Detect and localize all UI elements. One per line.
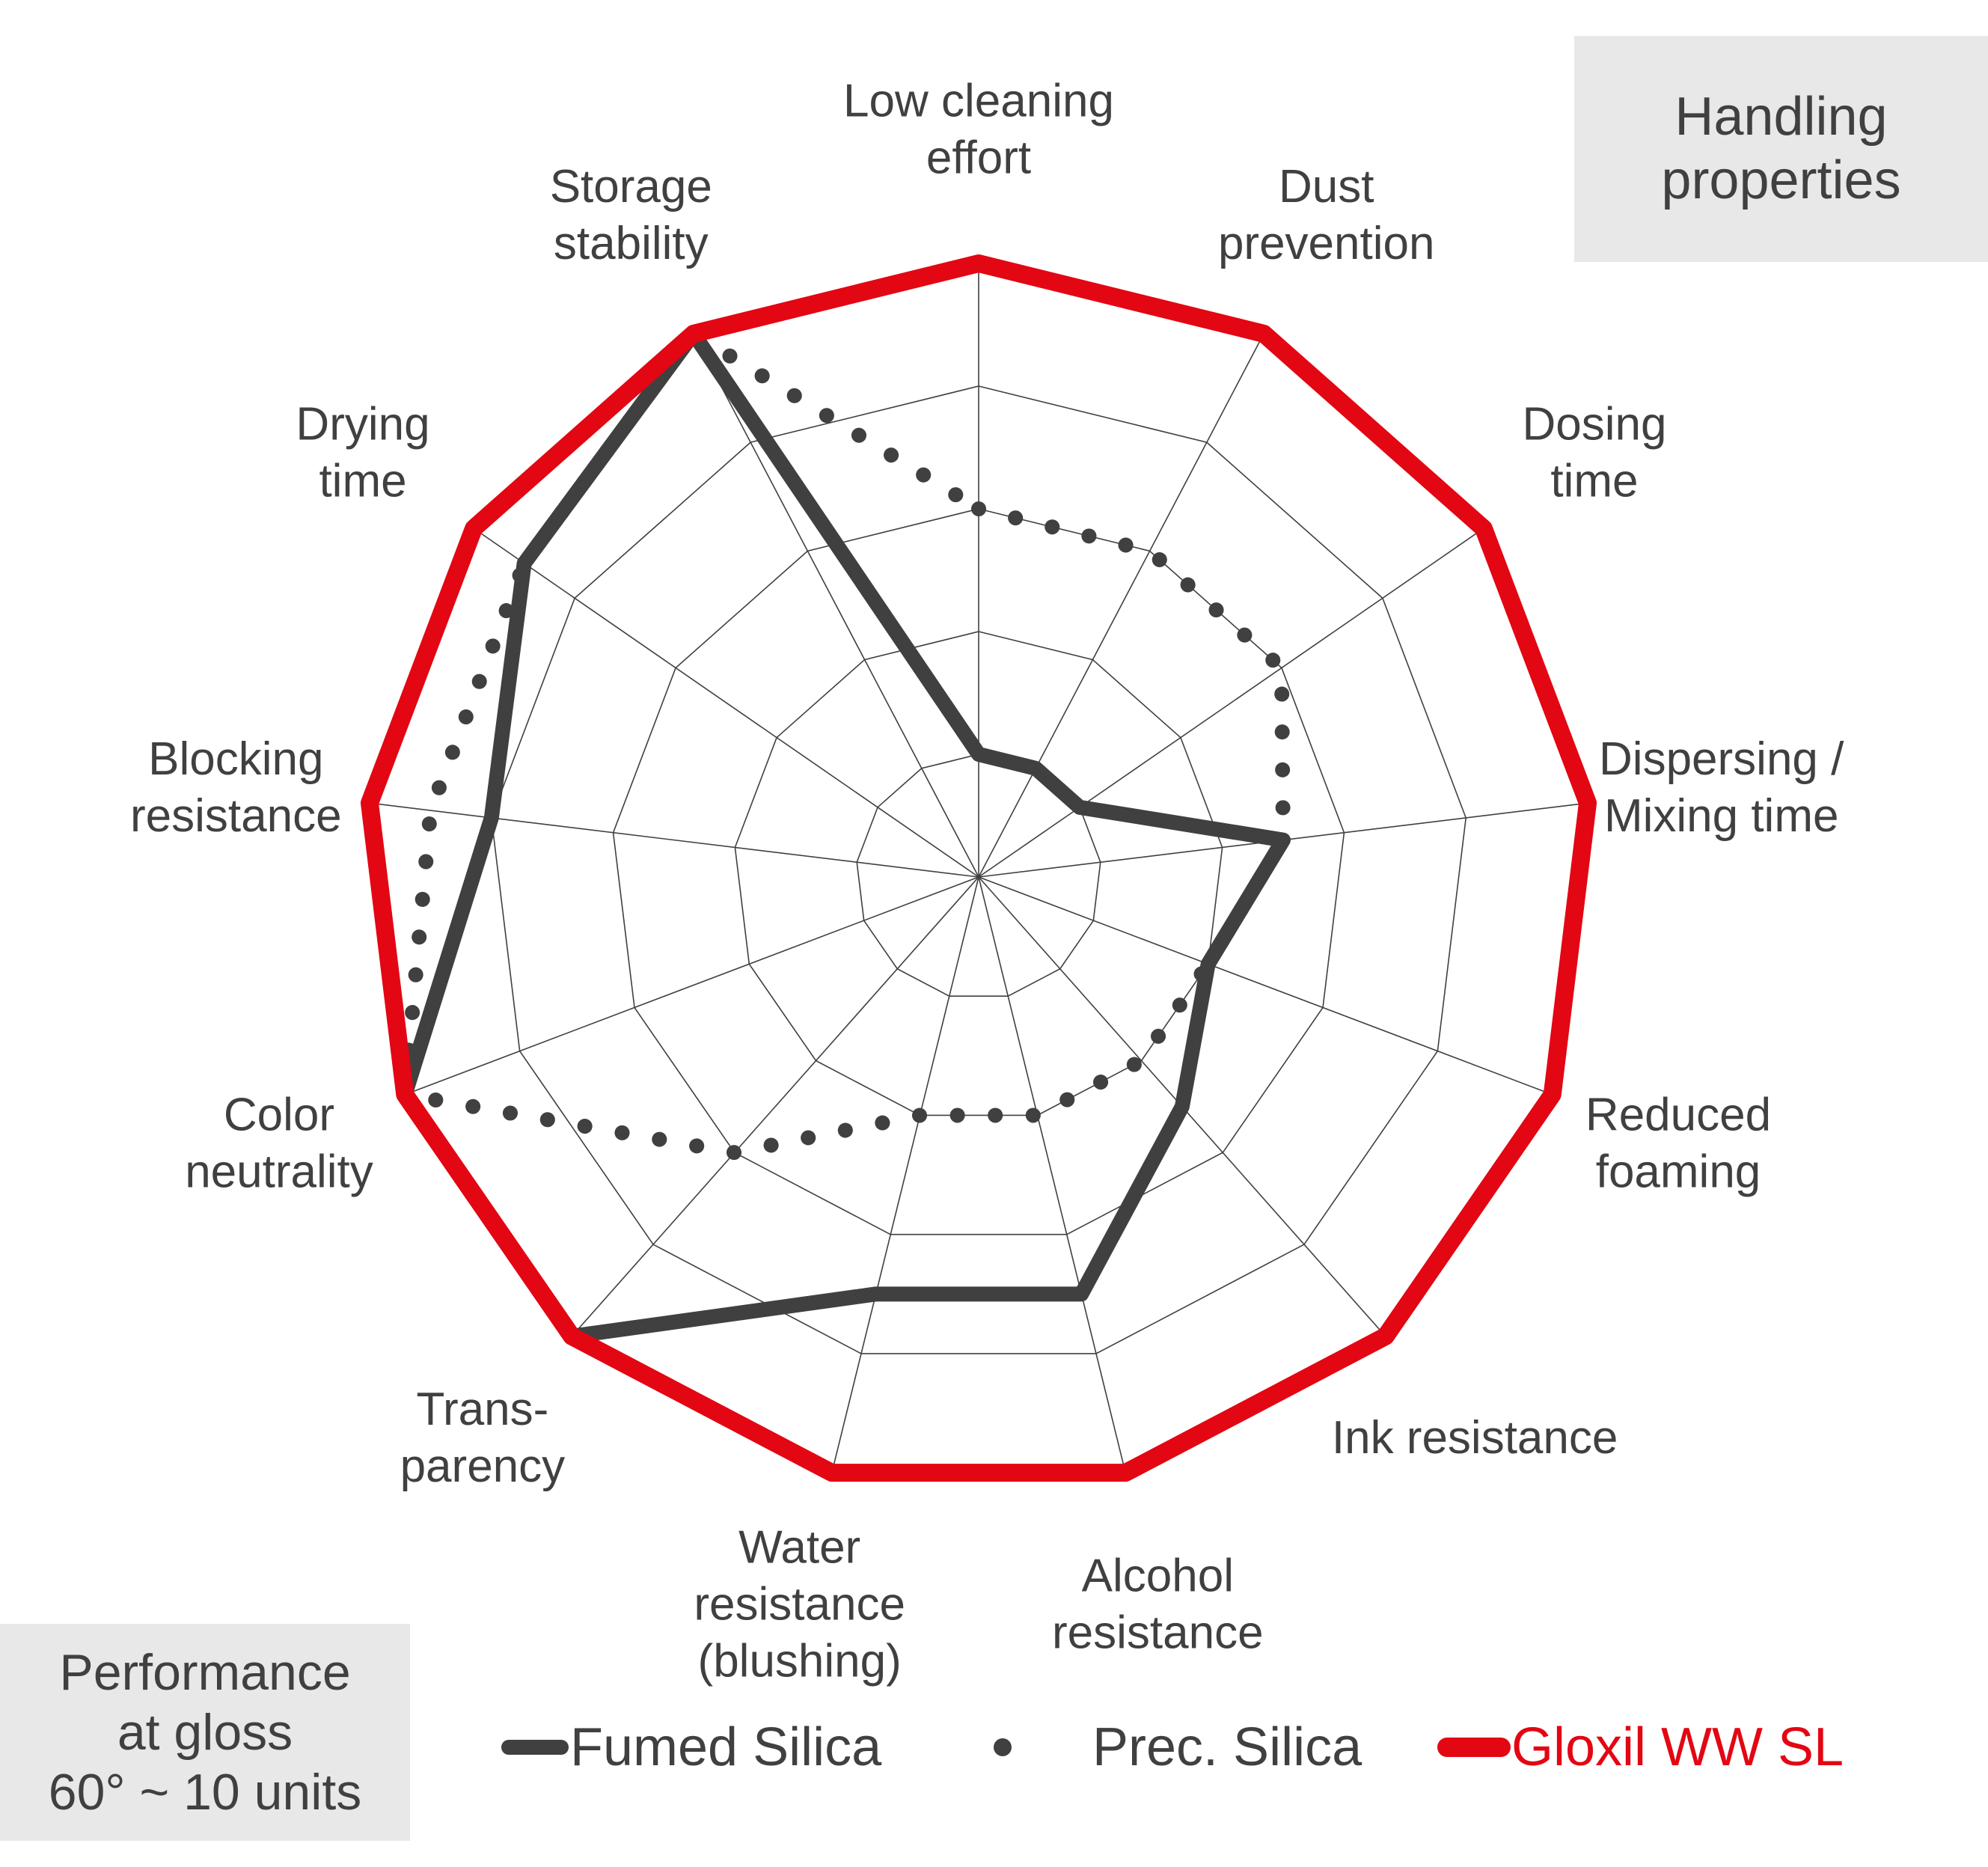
grid-spoke: [571, 876, 979, 1337]
legend-swatch-gloxil-ww-sl: [1437, 1738, 1511, 1757]
legend-swatch-fumed-silica: [501, 1740, 569, 1755]
series-fumed-silica: [397, 326, 1291, 1344]
grid-spoke: [405, 876, 979, 1096]
handling-properties-label: Handling properties: [1661, 87, 1901, 210]
series-prec-silica: [397, 326, 1291, 1161]
legend-label-gloxil-ww-sl: Gloxil WW SL: [1511, 1717, 1844, 1777]
legend-item-gloxil-ww-sl: Gloxil WW SL: [1437, 1702, 1844, 1792]
grid-spoke: [369, 802, 979, 878]
axis-label-5: Ink resistance: [1332, 1412, 1618, 1464]
legend-swatch-prec-silica: [994, 1738, 1012, 1756]
legend-item-fumed-silica: Fumed Silica: [501, 1702, 881, 1792]
grid-spoke: [978, 876, 1127, 1473]
grid-ring: [856, 754, 1101, 997]
axis-label-3: Dispersing /Mixing time: [1599, 733, 1844, 842]
performance-condition-label: Performance at gloss 60° ~ 10 units: [48, 1643, 362, 1821]
series-gloxil-ww-sl: [360, 254, 1597, 1482]
radar-series: [360, 254, 1597, 1482]
grid-spoke: [693, 333, 979, 878]
grid-ring: [734, 631, 1223, 1116]
handling-properties-box: Handling properties: [1574, 36, 1988, 262]
legend: Fumed Silica Prec. Silica Gloxil WW SL: [501, 1702, 1938, 1792]
performance-condition-box: Performance at gloss 60° ~ 10 units: [0, 1624, 410, 1841]
grid-spoke: [831, 876, 979, 1473]
grid-spoke: [978, 333, 1264, 878]
legend-label-fumed-silica: Fumed Silica: [570, 1717, 882, 1777]
grid-spoke: [978, 876, 1553, 1096]
axis-label-8: Trans-parency: [400, 1384, 566, 1492]
grid-spoke: [473, 528, 979, 878]
grid-spoke: [978, 528, 1484, 878]
legend-label-prec-silica: Prec. Silica: [1092, 1717, 1362, 1777]
grid-ring: [490, 385, 1467, 1354]
legend-item-prec-silica: Prec. Silica: [988, 1702, 1362, 1792]
grid-ring: [612, 508, 1345, 1235]
